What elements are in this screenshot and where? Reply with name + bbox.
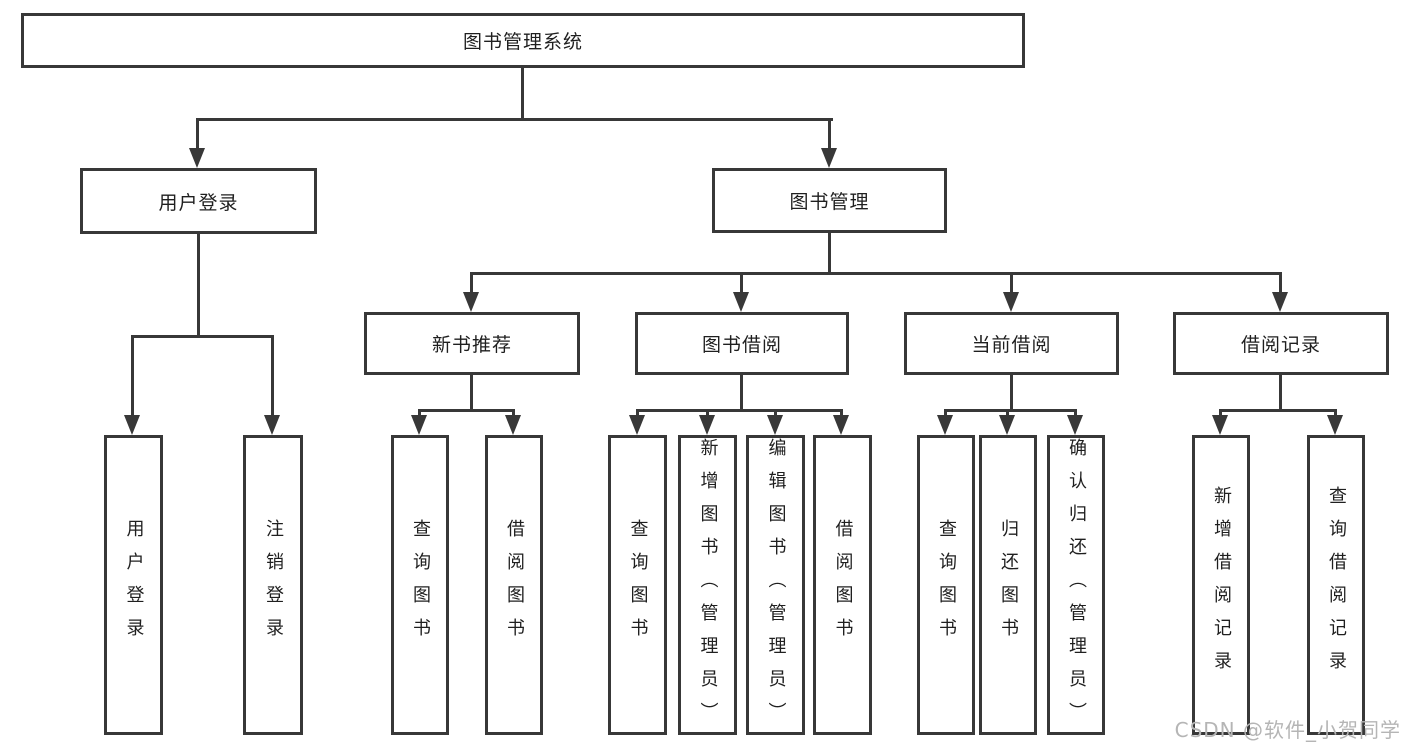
- leaf-borrow-borrow-books: 借阅图书: [813, 435, 872, 735]
- node-new-book-recommend-label: 新书推荐: [431, 334, 512, 356]
- arrow-to-borrow-borrow: [833, 409, 849, 435]
- node-book-management: 图书管理: [712, 168, 947, 233]
- connector-current-stem: [1010, 375, 1013, 409]
- connector-records-stem: [1279, 375, 1282, 409]
- node-borrow-records-label: 借阅记录: [1240, 334, 1321, 356]
- connector-level3-branch: [470, 272, 1282, 275]
- node-current-borrow: 当前借阅: [904, 312, 1119, 375]
- arrow-to-recommend-query: [411, 409, 427, 435]
- connector-borrow-branch: [636, 409, 843, 412]
- arrow-to-records-add: [1212, 409, 1228, 435]
- leaf-user-login-label: 用户登录: [123, 519, 145, 651]
- arrow-to-recommend-borrow: [505, 409, 521, 435]
- leaf-borrow-query-books: 查询图书: [608, 435, 667, 735]
- connector-current-branch: [944, 409, 1077, 412]
- arrow-to-current-confirm: [1067, 409, 1083, 435]
- leaf-current-return-books-label: 归还图书: [998, 519, 1019, 651]
- arrow-to-borrow-edit: [767, 409, 783, 435]
- arrow-to-current-borrow: [1003, 272, 1019, 312]
- arrow-to-book-borrow: [733, 272, 749, 312]
- leaf-records-query-borrow-record: 查询借阅记录: [1307, 435, 1365, 735]
- leaf-borrow-borrow-books-label: 借阅图书: [832, 519, 854, 651]
- leaf-current-confirm-return-admin: 确认归还（管理员）: [1047, 435, 1105, 735]
- arrow-to-new-book-recommend: [463, 272, 479, 312]
- connector-records-branch: [1219, 409, 1337, 412]
- arrow-to-leaf-logout: [264, 335, 280, 435]
- watermark-text: CSDN @软件_小贺同学: [1174, 718, 1401, 742]
- connector-borrow-stem: [740, 375, 743, 409]
- node-root-system: 图书管理系统: [21, 13, 1025, 68]
- node-user-login-label: 用户登录: [158, 191, 239, 214]
- arrow-to-leaf-user-login: [124, 335, 140, 435]
- leaf-recommend-query-books-label: 查询图书: [410, 519, 431, 651]
- leaf-current-query-books-label: 查询图书: [936, 519, 957, 651]
- leaf-logout: 注销登录: [243, 435, 303, 735]
- leaf-borrow-add-books-admin: 新增图书（管理员）: [678, 435, 737, 735]
- connector-book-management-stem: [828, 233, 831, 272]
- leaf-recommend-query-books: 查询图书: [391, 435, 449, 735]
- leaf-current-query-books: 查询图书: [917, 435, 975, 735]
- node-borrow-records: 借阅记录: [1173, 312, 1389, 375]
- node-root-label: 图书管理系统: [462, 31, 583, 53]
- arrow-to-current-query: [937, 409, 953, 435]
- leaf-borrow-query-books-label: 查询图书: [627, 519, 649, 651]
- node-current-borrow-label: 当前借阅: [971, 334, 1052, 356]
- connector-recommend-stem: [470, 375, 473, 409]
- connector-level2-branch: [196, 118, 833, 121]
- arrow-to-borrow-query: [629, 409, 645, 435]
- leaf-records-add-borrow-record: 新增借阅记录: [1192, 435, 1250, 735]
- node-new-book-recommend: 新书推荐: [364, 312, 580, 375]
- leaf-current-return-books: 归还图书: [979, 435, 1037, 735]
- arrow-to-borrow-add: [699, 409, 715, 435]
- leaf-recommend-borrow-books-label: 借阅图书: [504, 519, 525, 651]
- arrow-to-records-query: [1327, 409, 1343, 435]
- leaf-current-confirm-return-admin-label: 确认归还（管理员）: [1066, 438, 1087, 735]
- leaf-borrow-add-books-admin-label: 新增图书（管理员）: [697, 438, 719, 735]
- leaf-borrow-edit-books-admin: 编辑图书（管理员）: [746, 435, 805, 735]
- node-book-management-label: 图书管理: [789, 191, 870, 213]
- arrow-to-user-login: [189, 118, 205, 168]
- leaf-records-query-borrow-record-label: 查询借阅记录: [1326, 486, 1347, 684]
- node-book-borrow: 图书借阅: [635, 312, 849, 375]
- node-user-login: 用户登录: [80, 168, 317, 234]
- leaf-recommend-borrow-books: 借阅图书: [485, 435, 543, 735]
- leaf-user-login: 用户登录: [104, 435, 163, 735]
- connector-user-login-branch: [131, 335, 274, 338]
- connector-user-login-stem: [197, 234, 200, 335]
- leaf-borrow-edit-books-admin-label: 编辑图书（管理员）: [765, 438, 787, 735]
- leaf-logout-label: 注销登录: [263, 519, 284, 651]
- connector-root-stem: [521, 68, 524, 118]
- connector-recommend-branch: [418, 409, 515, 412]
- node-book-borrow-label: 图书借阅: [701, 334, 782, 356]
- leaf-records-add-borrow-record-label: 新增借阅记录: [1211, 486, 1232, 684]
- arrow-to-book-management: [821, 118, 837, 168]
- arrow-to-borrow-records: [1272, 272, 1288, 312]
- arrow-to-current-return: [999, 409, 1015, 435]
